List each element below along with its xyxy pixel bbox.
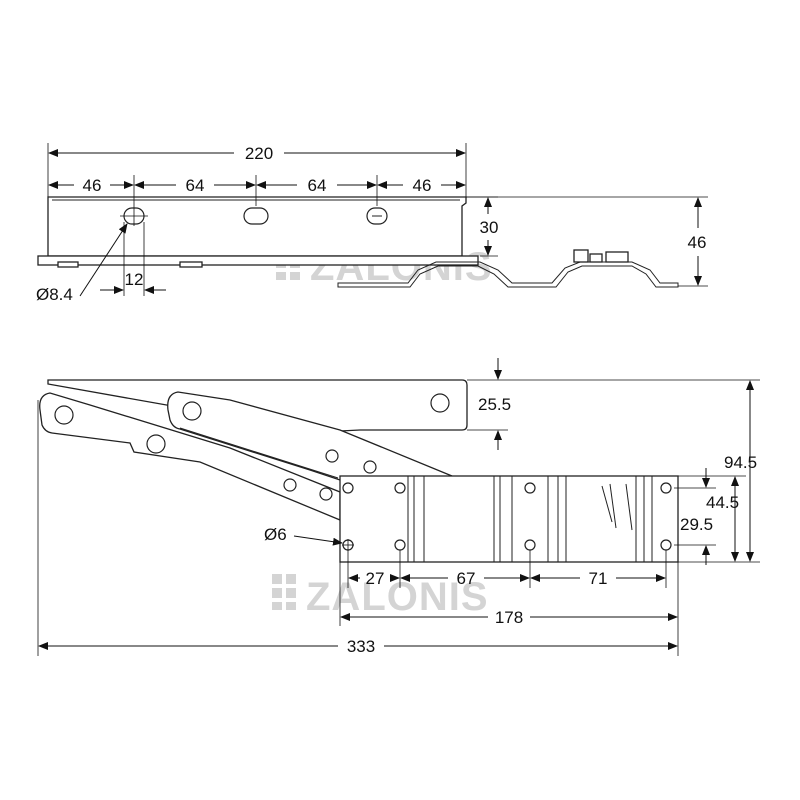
base-hole [342,482,354,494]
dim-hole-diameter: Ø8.4 [36,285,73,304]
leader-line [79,223,128,297]
mounting-plate [47,196,467,257]
dim-hole-spacing-vertical: 29.5 [680,515,713,534]
dim-base-length: 178 [495,608,523,627]
base-plate [339,475,679,563]
bent-profile [337,261,679,288]
dim-total-height: 94.5 [724,453,757,472]
lower-arm [39,392,341,521]
profile-clip [589,253,603,263]
arm-hole [54,405,74,425]
dim-overall-length: 220 [245,144,273,163]
middle-arm [167,391,453,481]
arm-edge [179,427,339,479]
dim-segment-2: 64 [186,176,205,195]
dim-segment-3: 64 [308,176,327,195]
dim-overall-length: 333 [347,637,375,656]
reflection-mark [601,485,613,523]
watermark-text: ZALONIS [306,575,489,619]
side-view: 25.5 94.5 44.5 29.5 Ø6 27 67 71 [37,358,760,656]
watermark-bottom: ZALONIS [272,574,489,619]
dim-spacing-1: 27 [366,569,385,588]
arm-hole [319,487,333,501]
arm-hole [325,449,339,463]
profile-clip [605,251,629,263]
watermark-logo-icon [272,574,296,610]
reflection-mark [625,483,633,531]
dim-base-hole-diameter: Ø6 [264,525,287,544]
dim-slot-width: 12 [125,270,144,289]
dim-spacing-2: 67 [457,569,476,588]
arm-hole [182,401,202,421]
arm-hole [283,478,297,492]
leader-line [293,535,343,546]
upper-arm-plate [47,379,468,433]
base-hole [660,482,672,494]
base-hole [524,539,536,551]
top-view: 220 46 64 64 46 30 46 12 [36,143,708,304]
arm-hole [430,393,450,413]
base-hole [394,482,406,494]
dim-spacing-3: 71 [589,569,608,588]
base-hole [524,482,536,494]
reflection-mark [609,483,617,529]
dim-total-height: 46 [688,233,707,252]
base-hole [394,539,406,551]
flange-tab [179,261,203,268]
dim-segment-4: 46 [413,176,432,195]
dim-segment-1: 46 [83,176,102,195]
flange-tab [57,261,79,268]
arm-hole [146,434,166,454]
dim-base-height: 44.5 [706,493,739,512]
plate-flange [37,255,479,266]
arm-hole [363,460,377,474]
mounting-slot [243,207,269,225]
profile-clip [573,249,589,263]
dim-arm-height: 25.5 [478,395,511,414]
base-hole [660,539,672,551]
dim-plate-height: 30 [480,218,499,237]
